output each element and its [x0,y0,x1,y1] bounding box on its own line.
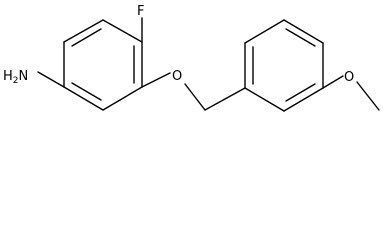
amine-n: N [19,69,29,84]
o-ch3-bond [356,81,380,111]
double-bond-inner [71,82,102,101]
double-bond-inner [71,28,102,47]
bond [63,86,104,111]
c-o-methoxy-bond [322,75,344,89]
amine-subscript: 2 [13,76,19,86]
methoxy-oxygen-label: O [344,70,354,85]
bond [283,19,324,44]
double-bond-inner [285,83,316,102]
right-benzene-ring [244,19,324,112]
bond [102,86,143,111]
fluorine-label: F [137,4,144,19]
structure-canvas: F H2N O O [3,4,380,112]
chemical-structure-diagram: F H2N O O [3,4,380,112]
left-benzene-ring [63,19,143,111]
ether-oxygen-label: O [172,69,182,84]
double-bond-inner [285,28,316,47]
c-n-bond [37,71,65,88]
amine-h: H [3,69,13,84]
amine-label: H2N [3,69,28,86]
o-ch2-bond [184,83,206,111]
bond [244,87,285,112]
bond [63,19,104,43]
bond [244,19,285,44]
ch2-ring-bond [204,87,246,111]
bond [283,87,324,112]
c-o-bond [141,72,171,88]
bond [102,19,143,43]
